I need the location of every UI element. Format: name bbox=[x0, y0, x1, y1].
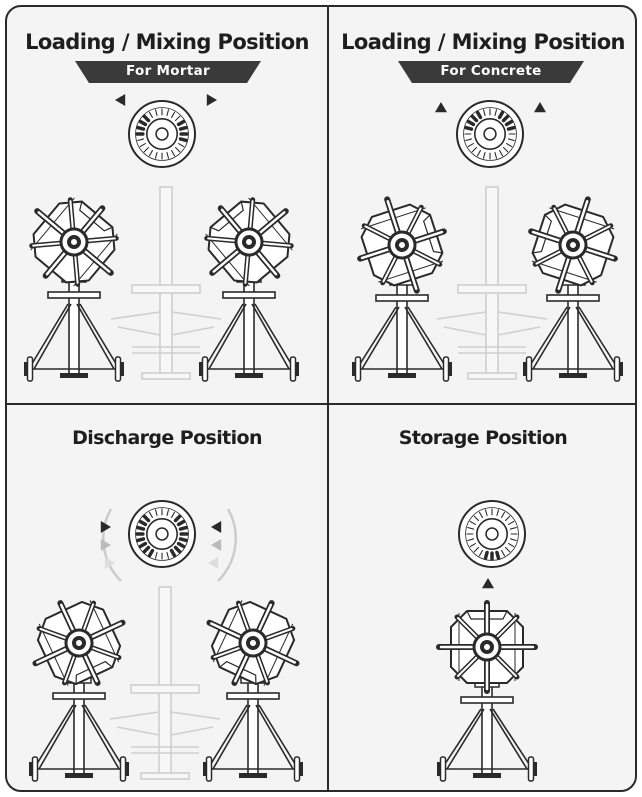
discharge-arc-right bbox=[217, 508, 237, 582]
concrete-banner: For Concrete bbox=[398, 61, 584, 83]
mixer-storage-drum bbox=[436, 600, 538, 694]
panel-title-storage: Storage Position bbox=[398, 427, 568, 449]
mixer-concrete-right-drum bbox=[528, 196, 618, 294]
mixer-mortar-right-drum bbox=[204, 197, 294, 287]
panel-title-mortar: Loading / Mixing Position bbox=[25, 30, 309, 54]
arrow-concrete-right bbox=[534, 102, 546, 113]
vertical-divider bbox=[327, 7, 329, 790]
arrow-discharge-left-1 bbox=[100, 521, 111, 533]
arrow-mortar-right bbox=[206, 94, 217, 106]
ghost-stand-concrete bbox=[436, 186, 548, 380]
diagram-frame: Loading / Mixing Position Loading / Mixi… bbox=[5, 5, 637, 792]
dial-storage bbox=[458, 500, 526, 568]
mixer-discharge-right bbox=[203, 600, 303, 782]
ghost-stand-mortar bbox=[110, 186, 222, 380]
mixer-storage bbox=[436, 600, 538, 782]
arrow-discharge-right-1 bbox=[211, 521, 222, 533]
mixer-illustrations bbox=[24, 94, 623, 782]
mortar-banner-label: For Mortar bbox=[126, 63, 210, 79]
arrow-concrete-left bbox=[435, 102, 447, 113]
mixer-concrete-right bbox=[523, 196, 623, 382]
arrow-mortar-left bbox=[115, 94, 126, 106]
arrow-storage bbox=[482, 578, 494, 589]
dial-discharge bbox=[128, 500, 196, 568]
arrow-discharge-right-3 bbox=[208, 557, 219, 569]
mixer-discharge-left-drum bbox=[32, 600, 126, 686]
dial-concrete bbox=[456, 100, 524, 168]
mixer-mortar-right bbox=[199, 197, 299, 382]
mixer-concrete-left bbox=[352, 196, 452, 382]
ghost-stand-discharge bbox=[109, 586, 221, 780]
concrete-banner-label: For Concrete bbox=[440, 63, 542, 79]
mixer-mortar-left bbox=[24, 197, 124, 382]
mixer-discharge-left bbox=[29, 600, 129, 782]
arrow-discharge-left-2 bbox=[100, 539, 111, 551]
dial-mortar bbox=[128, 100, 196, 168]
panel-title-discharge: Discharge Position bbox=[72, 427, 262, 449]
mortar-banner: For Mortar bbox=[75, 61, 261, 83]
arrow-discharge-left-3 bbox=[104, 557, 115, 569]
mixer-discharge-right-drum bbox=[206, 600, 300, 686]
arrow-discharge-right-2 bbox=[211, 539, 222, 551]
mixer-concrete-left-drum bbox=[357, 196, 447, 294]
mixer-mortar-left-drum bbox=[29, 197, 119, 287]
horizontal-divider bbox=[7, 403, 635, 405]
panel-title-concrete: Loading / Mixing Position bbox=[341, 30, 625, 54]
